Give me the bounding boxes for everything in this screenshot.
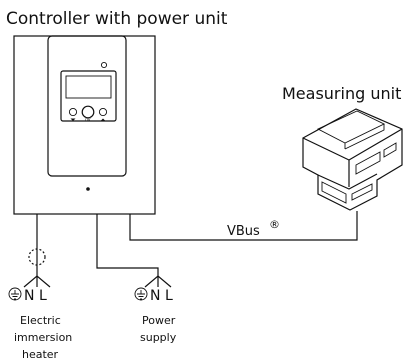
terminal-opening [355, 151, 381, 175]
controller-unit: OK [13, 35, 156, 215]
ground-icon [134, 287, 148, 301]
device-outline [302, 108, 403, 211]
ground-symbol [137, 290, 145, 300]
supply-terminal-n: N [150, 288, 160, 304]
measuring-unit-title: Measuring unit [282, 84, 401, 103]
measuring-unit-device [302, 108, 403, 211]
status-led [100, 61, 108, 69]
device-top-cover-edge [344, 124, 385, 150]
supply-conductor-split [144, 275, 172, 288]
vbus-cable [129, 211, 358, 241]
ok-label: OK [85, 118, 91, 123]
supply-terminals: N L [134, 275, 173, 304]
terminal-opening-2 [383, 142, 397, 158]
optional-fuse-icon [28, 248, 46, 266]
supply-caption-line-1: Power [142, 314, 176, 327]
heater-conductor-split [23, 275, 51, 288]
heater-caption: Electric immersion heater [14, 314, 72, 361]
controller-housing [13, 35, 156, 215]
display-bezel [60, 70, 117, 122]
device-step [317, 160, 378, 190]
supply-terminal-l: L [165, 288, 173, 304]
button-left [68, 107, 78, 117]
wiring [28, 211, 358, 276]
supply-caption: Power supply [140, 314, 177, 344]
controller-title: Controller with power unit [6, 9, 228, 29]
ground-symbol [11, 290, 19, 300]
heater-caption-line-2: immersion [14, 331, 72, 344]
down-arrow-icon [70, 118, 76, 121]
heater-caption-line-3: heater [22, 348, 59, 361]
rail-clip [321, 181, 347, 204]
device-top-cover [316, 110, 386, 144]
heater-caption-line-1: Electric [20, 314, 61, 327]
heater-terminal-l: L [39, 288, 47, 304]
up-arrow-icon [100, 118, 106, 121]
ground-icon [8, 287, 22, 301]
vbus-label: VBus [227, 224, 260, 239]
button-right [98, 107, 108, 117]
button-ok [81, 105, 95, 119]
heater-terminals: N L [8, 275, 51, 304]
controller-front-panel [47, 35, 127, 177]
display-screen [65, 75, 112, 99]
supply-caption-line-2: supply [140, 331, 177, 344]
power-supply-cable [96, 214, 159, 276]
rail-slot [351, 183, 373, 201]
housing-screw [86, 187, 90, 191]
vbus-registered-mark: ® [269, 218, 280, 231]
heater-terminal-n: N [24, 288, 34, 304]
